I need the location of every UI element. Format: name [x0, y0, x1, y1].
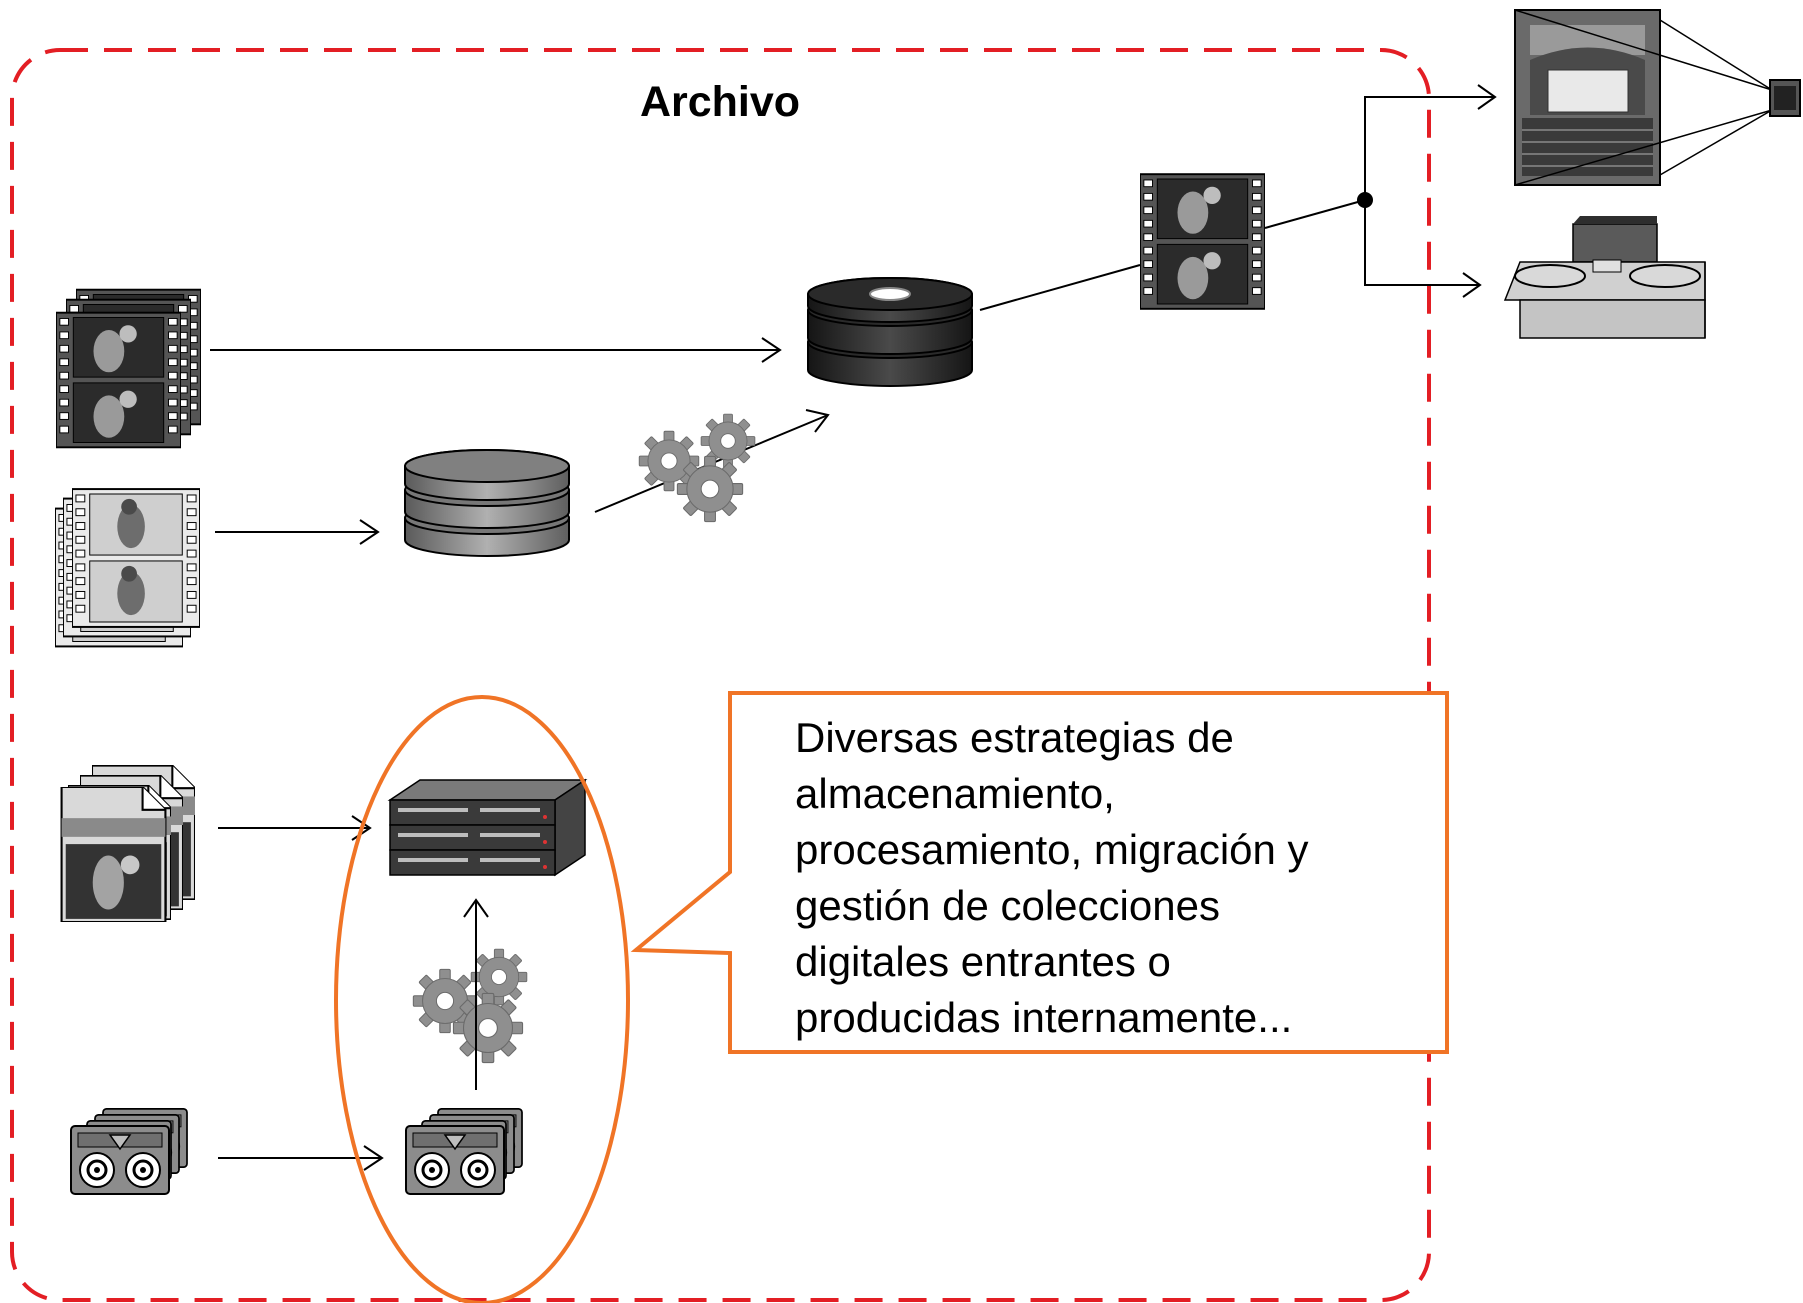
callout-line: producidas internamente...	[795, 994, 1293, 1041]
connector-disk-to-film	[979, 264, 1141, 311]
negative-film-stack-icon	[55, 488, 200, 648]
video-tape-stack-icon	[405, 1108, 524, 1195]
video-tape-stack-icon	[70, 1108, 189, 1195]
highlight-ellipse	[334, 695, 630, 1303]
callout-line: Diversas estrategias de	[795, 714, 1234, 761]
arrow-to-editing-table	[1364, 200, 1482, 298]
arrow-film-to-disk	[210, 337, 782, 363]
disk-storage-icon	[807, 277, 973, 387]
film-strip-icon	[1140, 173, 1265, 310]
database-icon	[404, 449, 570, 557]
gears-icon	[638, 413, 756, 523]
film-strip-stack-icon	[56, 288, 201, 449]
callout-box	[630, 691, 1449, 1054]
callout-line: almacenamiento,	[795, 770, 1115, 817]
callout-text: Diversas estrategias de almacenamiento, …	[795, 710, 1435, 1046]
archive-title: Archivo	[639, 78, 801, 126]
connector-film-to-junction	[1264, 199, 1366, 229]
arrow-files-to-server	[218, 815, 372, 841]
cinema-projection-icon	[1514, 9, 1801, 186]
arrow-tapes-to-server	[463, 898, 489, 1090]
gears-icon	[412, 948, 528, 1064]
image-file-stack-icon	[60, 765, 195, 922]
arrow-to-cinema	[1364, 84, 1497, 200]
callout-line: gestión de colecciones	[795, 882, 1220, 929]
film-editing-table-icon	[1503, 216, 1706, 339]
arrow-tapes-to-storage	[218, 1145, 384, 1171]
callout-line: digitales entrantes o	[795, 938, 1171, 985]
callout-line: procesamiento, migración y	[795, 826, 1309, 873]
server-rack-icon	[387, 778, 588, 877]
archive-boundary	[10, 48, 1431, 1302]
arrow-negative-to-database	[215, 519, 380, 545]
